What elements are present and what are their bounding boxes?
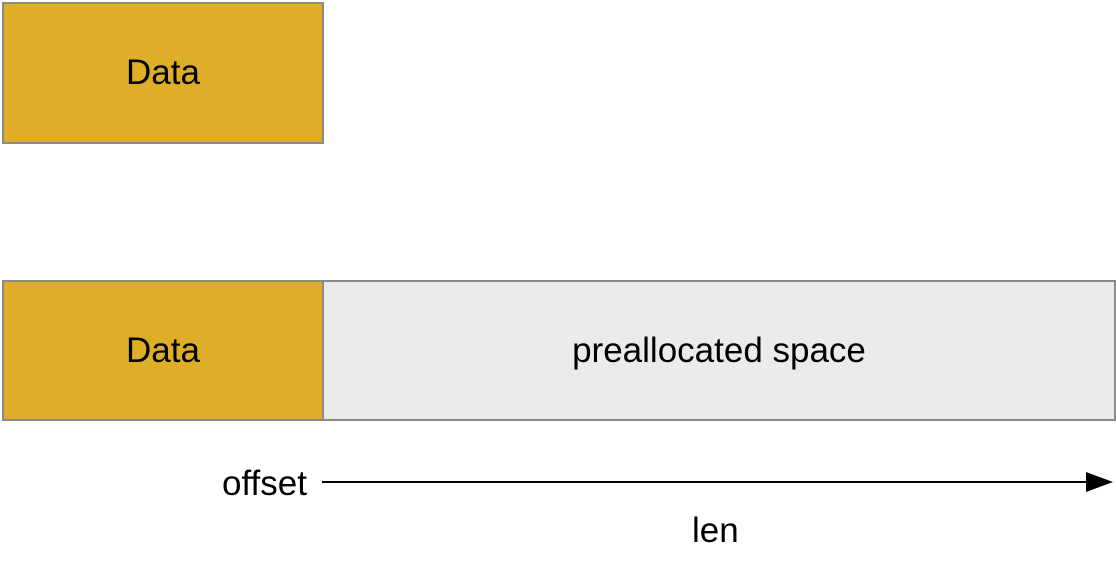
- len-arrow-head: [1086, 472, 1113, 492]
- data-block-original: Data: [2, 2, 324, 144]
- offset-label: offset: [222, 464, 307, 503]
- preallocated-space-label: preallocated space: [572, 330, 866, 370]
- len-label: len: [692, 511, 739, 550]
- data-block-resized-label: Data: [126, 330, 200, 370]
- preallocated-space-block: preallocated space: [322, 280, 1116, 421]
- data-block-resized: Data: [2, 280, 324, 421]
- data-block-original-label: Data: [126, 53, 200, 92]
